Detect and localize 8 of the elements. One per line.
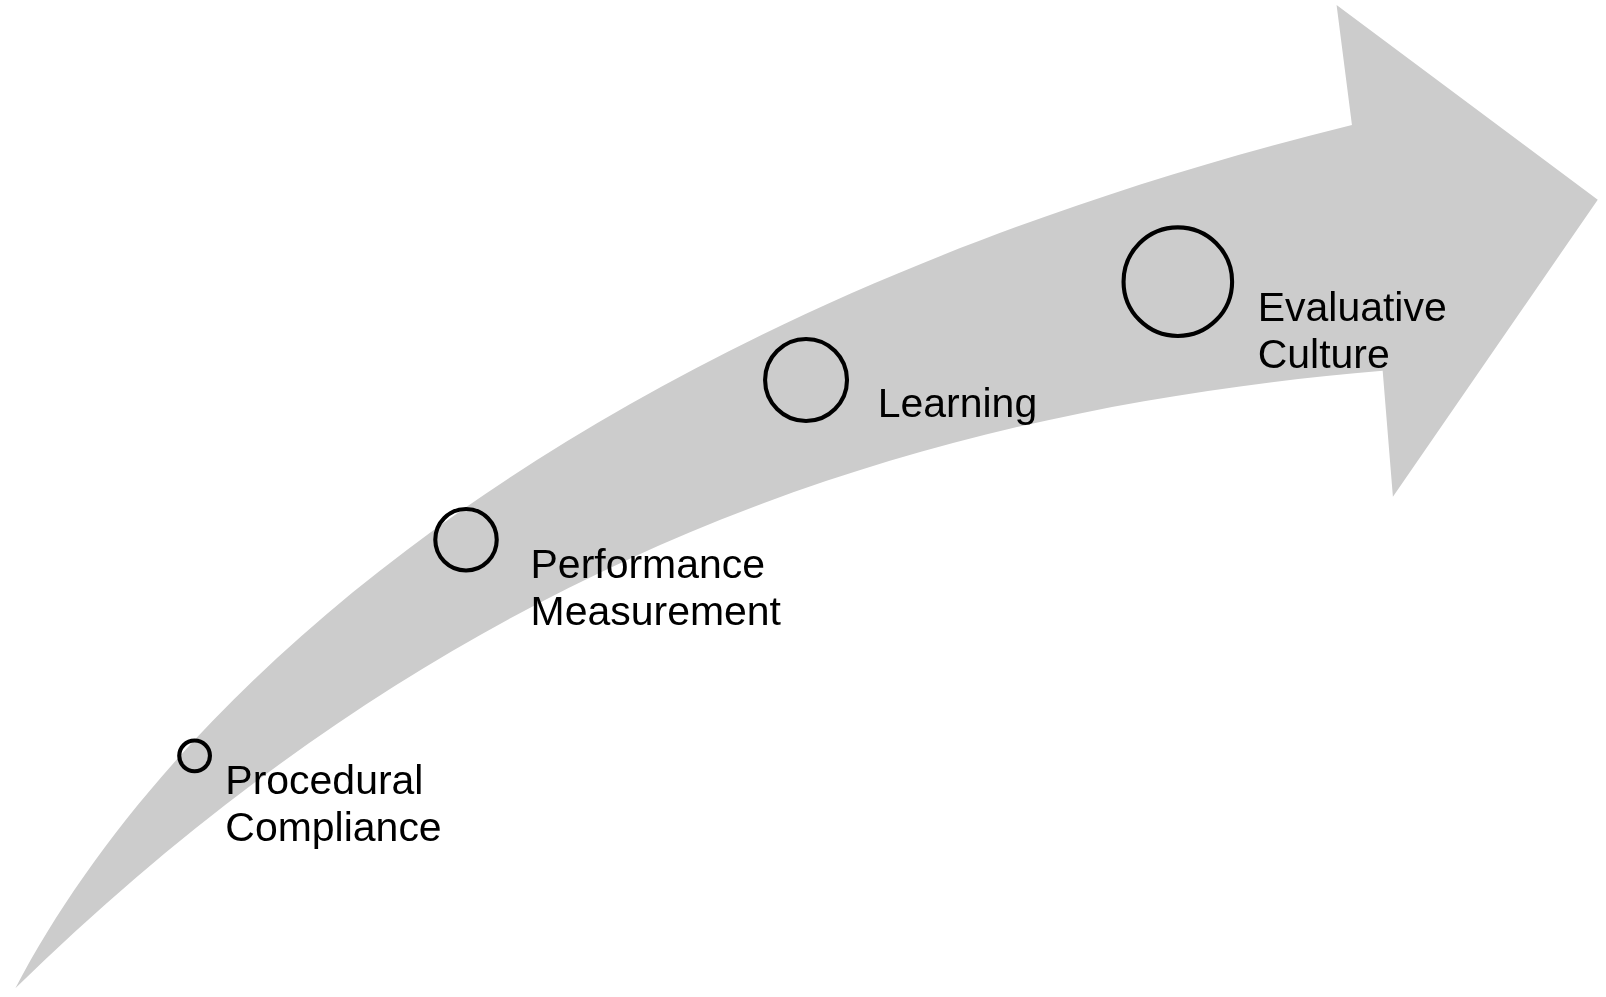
stage-label: Evaluative Culture xyxy=(1257,282,1448,377)
stage-label: Learning xyxy=(877,379,1039,427)
stage-circle xyxy=(433,507,499,573)
stage-label: Performance Measurement xyxy=(530,539,782,634)
stage-label: Procedural Compliance xyxy=(225,755,443,851)
stage-circle xyxy=(1121,225,1235,338)
stage-circle xyxy=(177,738,212,774)
stage-circle xyxy=(763,336,850,423)
